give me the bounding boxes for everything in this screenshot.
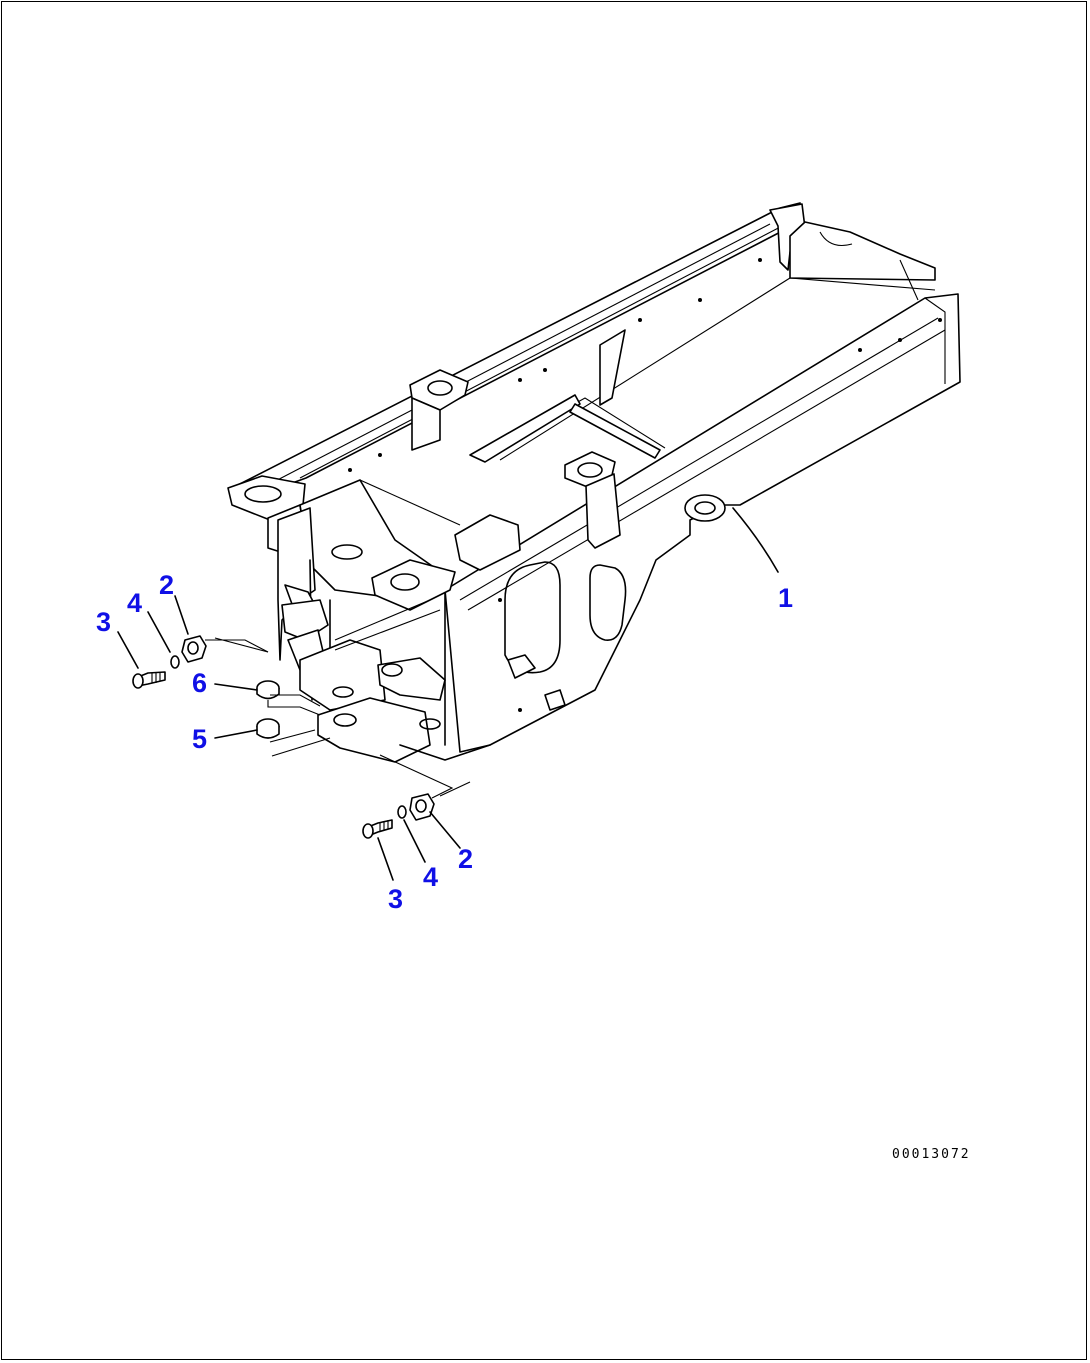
main-frame: [227, 202, 961, 763]
side-window-2: [589, 564, 627, 642]
leader-4a: [147, 611, 171, 653]
leader-5: [214, 729, 258, 739]
callout-5: 5: [192, 724, 207, 754]
leader-2b: [429, 811, 461, 849]
rear-channel: [789, 221, 936, 281]
callout-4-lower: 4: [423, 862, 438, 892]
callout-3-upper: 3: [96, 607, 111, 637]
callout-2-upper: 2: [159, 570, 174, 600]
lower-bolt-assembly: [362, 754, 471, 839]
rivet-dots: [348, 258, 942, 712]
leader-4b: [403, 819, 426, 863]
callout-2-lower: 2: [458, 844, 473, 874]
callout-3-lower: 3: [388, 884, 403, 914]
near-side-rail: [444, 293, 961, 753]
drawing-code: 00013072: [892, 1147, 971, 1162]
upper-bolt-assembly: [132, 635, 269, 689]
center-pin-boss: [454, 514, 521, 571]
callout-6: 6: [192, 668, 207, 698]
bushing-6: [256, 680, 321, 716]
nut-upper: [181, 635, 207, 663]
upper-hinge-plate: [299, 639, 386, 711]
washer-upper: [170, 655, 180, 669]
leader-3b: [377, 837, 394, 881]
axle-boss: [684, 494, 726, 522]
cross-member: [469, 394, 581, 463]
leader-6: [214, 683, 258, 691]
washer-lower: [397, 805, 407, 819]
callout-4-upper: 4: [127, 588, 142, 618]
nut-lower: [409, 793, 435, 821]
bushing-5: [256, 718, 331, 757]
leader-3a: [117, 631, 139, 669]
leader-1: [732, 507, 779, 573]
callout-1: 1: [778, 583, 793, 613]
leader-2a: [174, 595, 189, 635]
